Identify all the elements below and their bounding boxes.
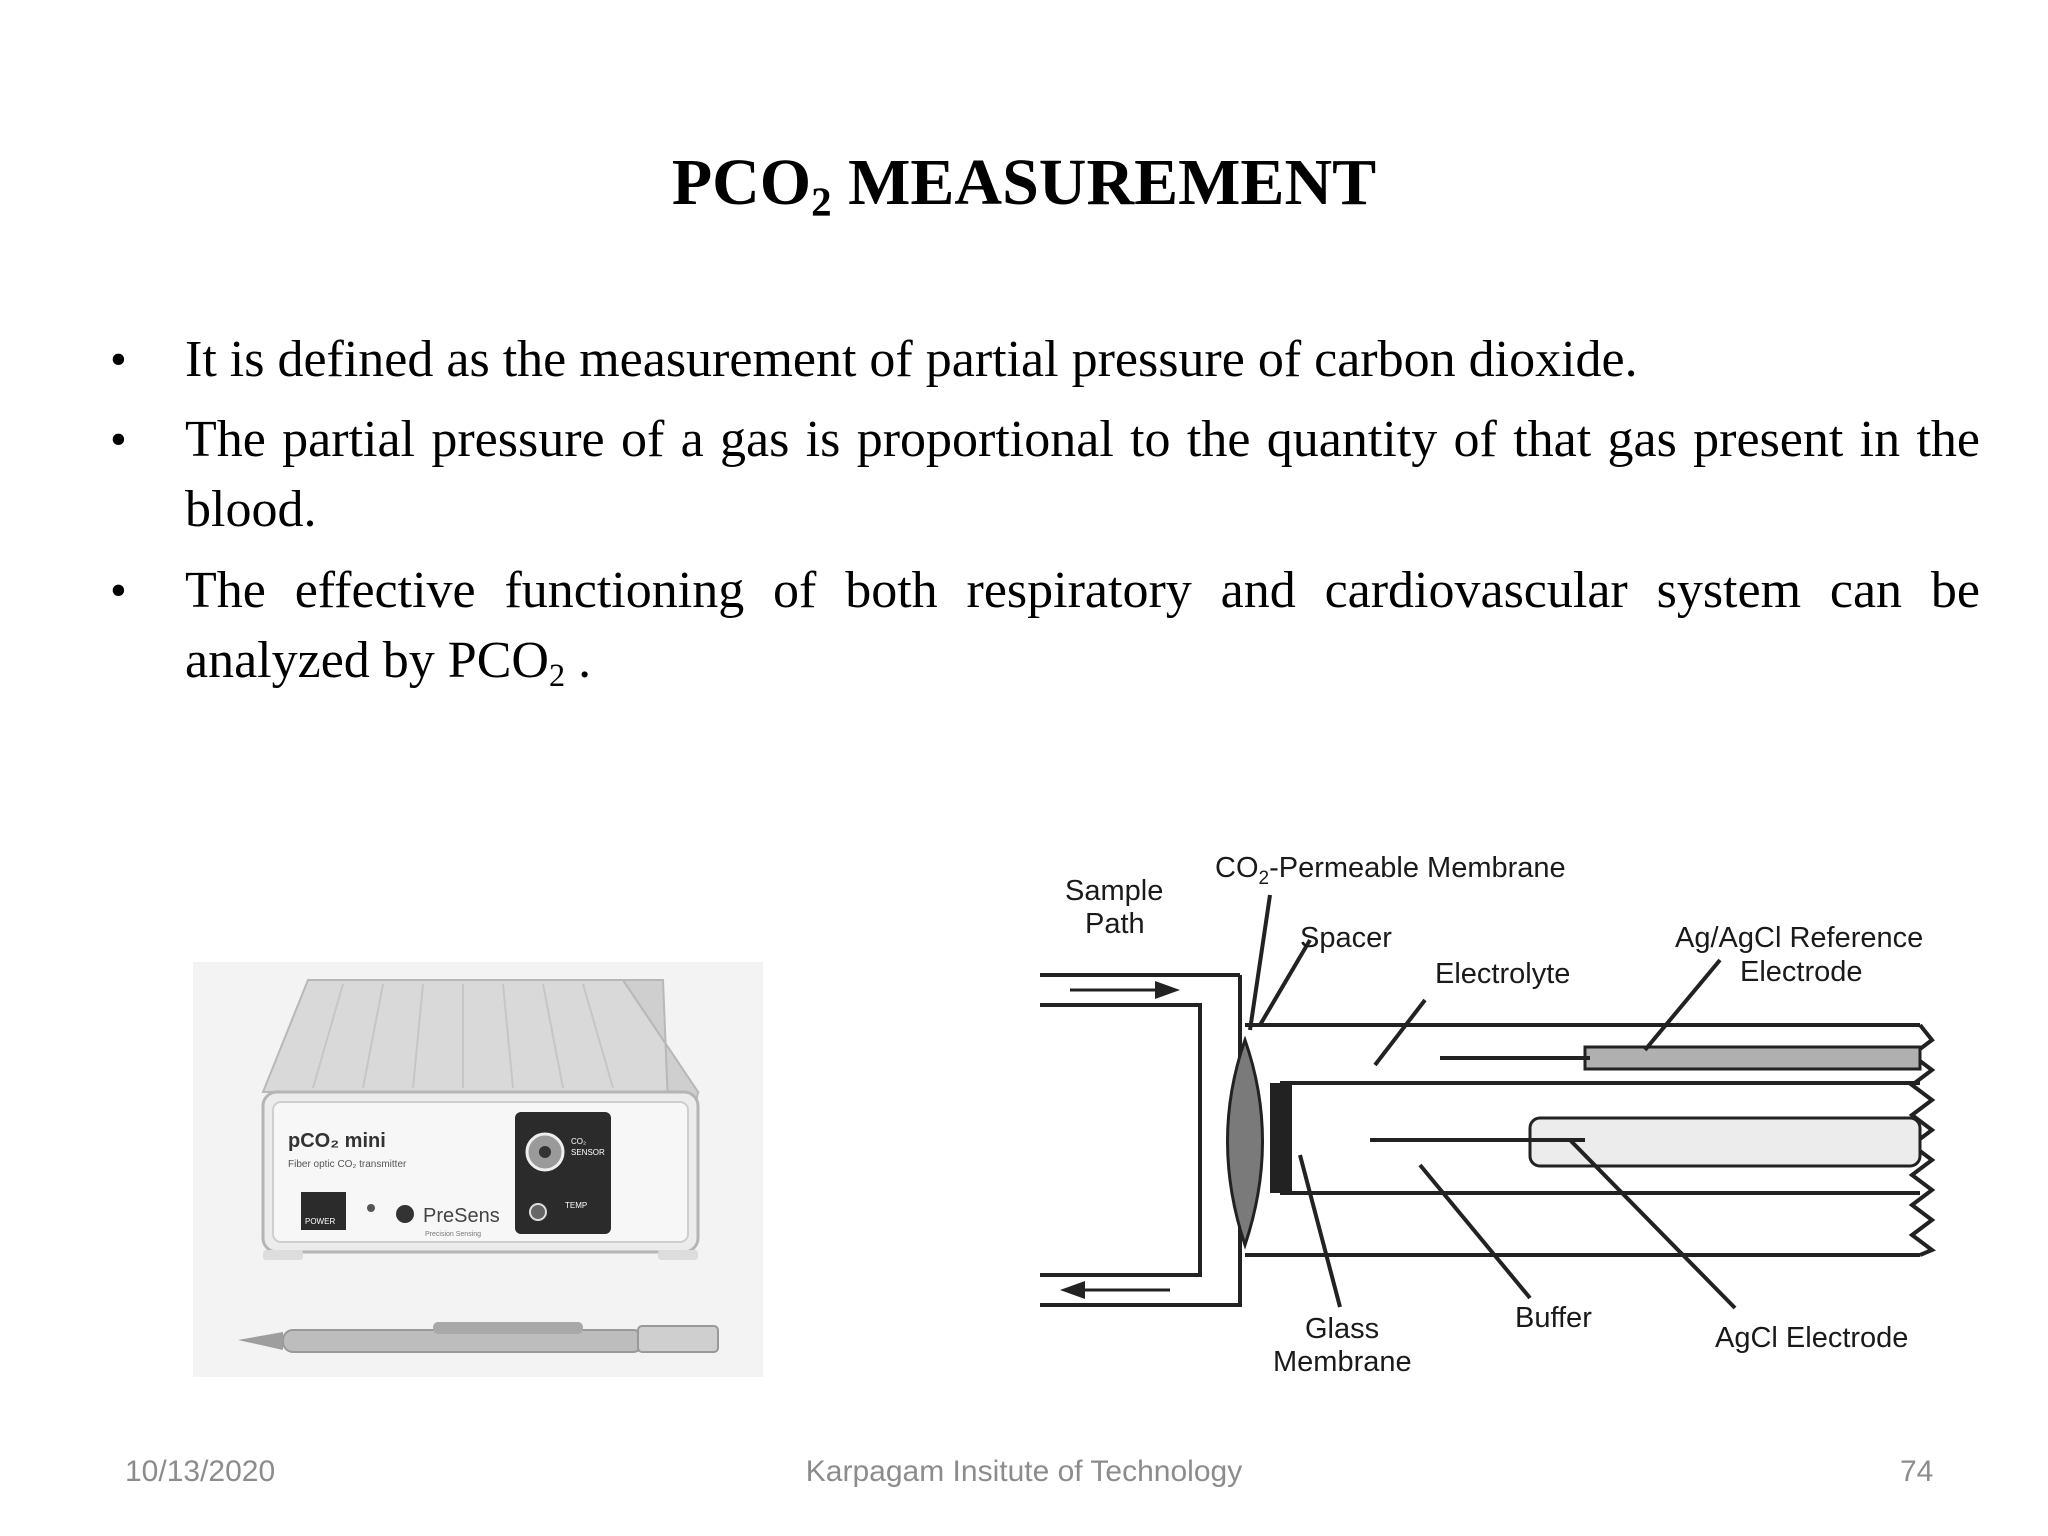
power-label: POWER [305,1217,335,1226]
bullet-marker: • [110,413,127,466]
device-brand: PreSens [423,1205,500,1227]
device-model-desc: Fiber optic CO₂ transmitter [288,1159,407,1170]
bullet-text: The partial pressure of a gas is proport… [185,411,1980,538]
presens-logo-icon [396,1205,414,1223]
power-led [367,1204,375,1212]
footer-date: 10/13/2020 [125,1455,276,1488]
device-model-label: pCO₂ mini [288,1130,386,1152]
slide-title: PCO2 MEASUREMENT [671,146,1377,225]
pco2-electrode-diagram: Sample Path CO2-Permeable Membrane Space… [1030,835,1970,1415]
agcl-electrode-label: AgCl Electrode [1715,1322,1908,1354]
footer-page-number: 74 [1900,1455,1934,1488]
sample-path-label-1: Sample [1065,875,1163,907]
bullet-marker: • [110,564,127,617]
electrolyte-label: Electrolyte [1435,958,1570,990]
membrane-label: CO2-Permeable Membrane [1215,852,1566,889]
flow-arrow-in-icon [1070,981,1180,999]
power-switch [301,1192,346,1230]
permeable-membrane [1226,1035,1264,1250]
glass-membrane [1270,1083,1292,1193]
reference-electrode [1583,1045,1922,1071]
bullet-text: It is defined as the measurement of part… [185,331,1638,388]
pco2-device-photo: pCO₂ mini Fiber optic CO₂ transmitter PO… [193,962,763,1377]
sample-path-label-2: Path [1085,908,1145,940]
reference-electrode-label-1: Ag/AgCl Reference [1675,922,1923,954]
spacer-label: Spacer [1300,922,1392,954]
glass-membrane-label-2: Membrane [1273,1346,1412,1378]
sensor-label-2: SENSOR [571,1148,605,1157]
temp-label: TEMP [565,1201,587,1210]
temp-port-icon [529,1203,547,1221]
sensor-label-1: CO₂ [571,1137,586,1146]
bullet-marker: • [110,333,127,386]
flow-arrow-out-icon [1060,1281,1170,1299]
buffer-label: Buffer [1515,1302,1592,1334]
device-brand-sub: Precision Sensing [425,1231,481,1238]
pen-icon [238,1322,719,1353]
footer-organization: Karpagam Insitute of Technology [805,1455,1243,1488]
reference-electrode-label-2: Electrode [1740,956,1863,988]
glass-membrane-label-1: Glass [1305,1313,1379,1345]
sensor-panel [515,1112,611,1234]
bullet-text: The effective functioning of both respir… [185,562,1980,694]
